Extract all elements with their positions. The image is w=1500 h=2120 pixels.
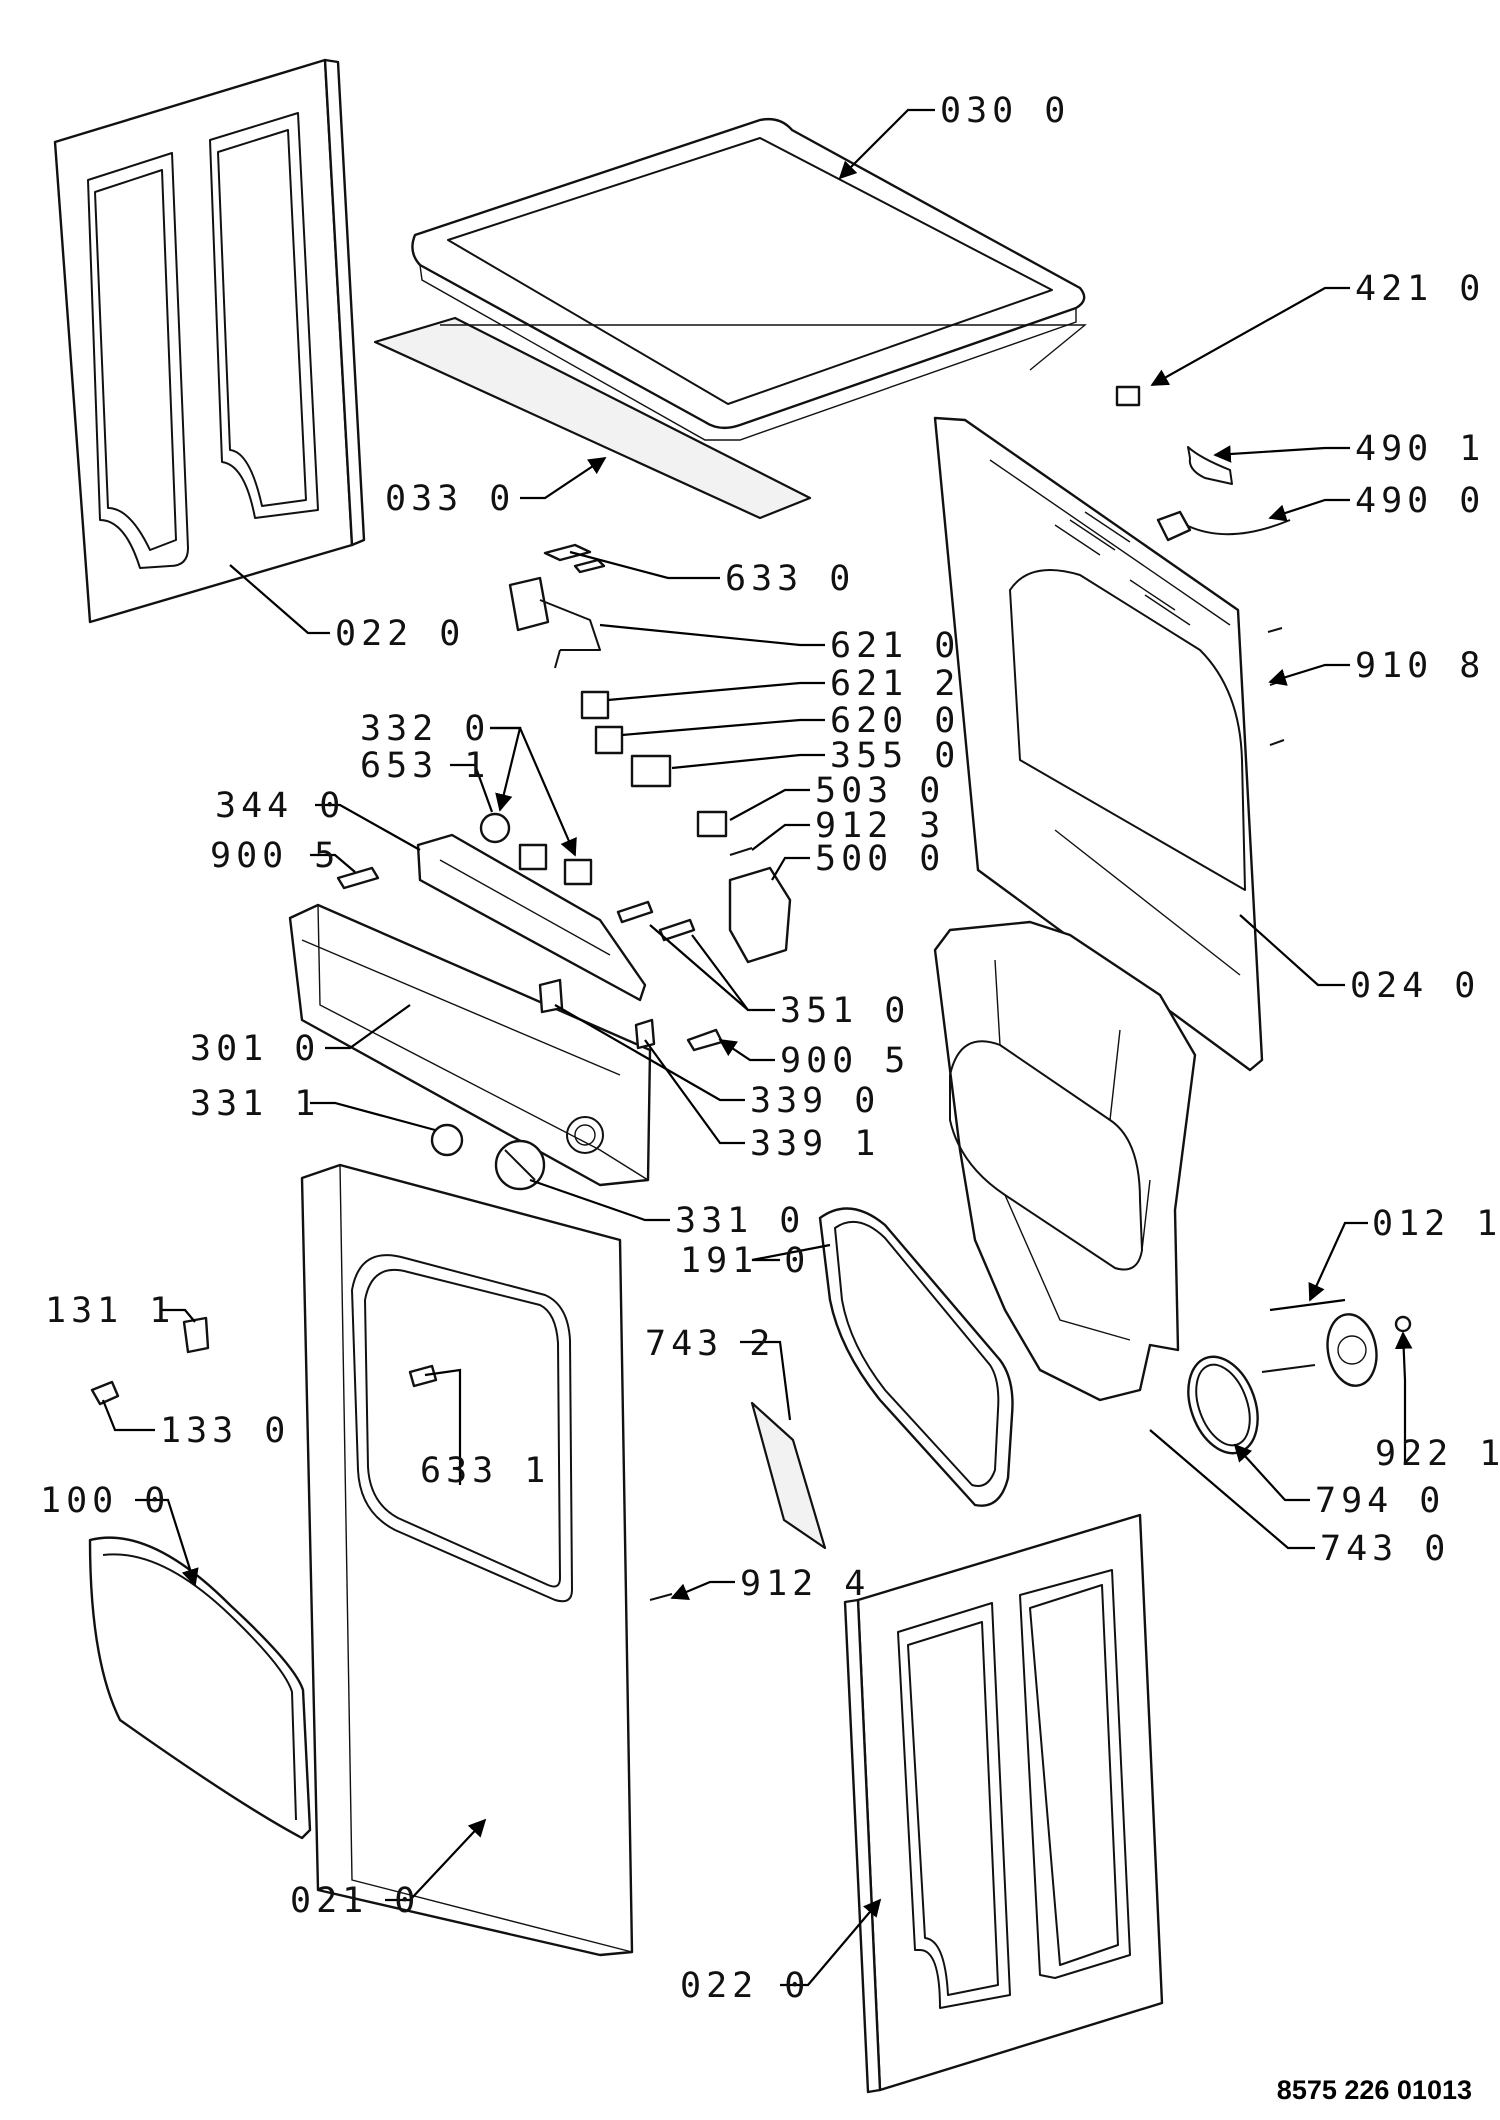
callout-794-0: 794 0	[1315, 1481, 1445, 1521]
lamp-355-0	[630, 754, 672, 788]
drum-housing-743-0	[933, 920, 1197, 1402]
callout-033-0: 033 0	[385, 479, 515, 519]
callout-503-0: 503 0	[815, 771, 945, 811]
callout-922-1: 922 1	[1375, 1434, 1500, 1474]
control-panel	[288, 903, 652, 1187]
callout-900-5-right: 900 5	[780, 1041, 910, 1081]
callout-332-0: 332 0	[360, 709, 490, 749]
callout-301-0: 301 0	[190, 1029, 320, 1069]
callout-621-2: 621 2	[830, 664, 960, 704]
ring-794-0	[1187, 1355, 1259, 1455]
button-653-1	[479, 812, 511, 844]
timer-621-0	[508, 576, 601, 669]
screws-910-8	[1267, 627, 1285, 746]
connector-421	[1115, 385, 1141, 407]
screw-912-3	[729, 847, 753, 856]
callout-191-0: 191 0	[680, 1241, 810, 1281]
callout-633-0: 633 0	[725, 559, 855, 599]
callout-743-2: 743 2	[645, 1324, 775, 1364]
selector-500-0	[728, 866, 792, 964]
callout-910-8: 910 8	[1355, 646, 1485, 686]
callout-331-0: 331 0	[675, 1201, 805, 1241]
clip-900-5-left	[336, 866, 380, 890]
seal-sheet-743-2	[750, 1401, 827, 1550]
callout-133-0: 133 0	[160, 1411, 290, 1451]
callout-500-0: 500 0	[815, 839, 945, 879]
top-subplate	[373, 316, 1087, 520]
side-panel-top-left	[53, 58, 366, 624]
callout-743-0: 743 0	[1320, 1529, 1450, 1569]
callout-351-0: 351 0	[780, 991, 910, 1031]
electronic-board-344-0	[416, 833, 647, 1002]
leds-351-0	[616, 900, 696, 942]
callout-021-0: 021 0	[290, 1881, 420, 1921]
door-gasket-191-0	[818, 1207, 1014, 1507]
callout-355-0: 355 0	[830, 736, 960, 776]
callout-339-1: 339 1	[750, 1124, 880, 1164]
rear-panel	[933, 416, 1264, 1072]
callout-339-0: 339 0	[750, 1081, 880, 1121]
latch-131-1	[182, 1316, 210, 1354]
clip-900-5-right	[686, 1028, 724, 1052]
switch-633-0	[543, 543, 606, 574]
callout-labels: 030 0 421 0 490 1 490 0 033 0 633 0 022 …	[40, 91, 1500, 2006]
side-panel-bottom-right	[843, 1513, 1164, 2094]
filter-door-100-0	[88, 1536, 312, 1840]
callout-344-0: 344 0	[215, 786, 345, 826]
callout-022-0-top: 022 0	[335, 614, 465, 654]
relay-503-0	[696, 810, 728, 838]
callout-421-0: 421 0	[1355, 269, 1485, 309]
hinge-133-0	[90, 1380, 120, 1406]
document-code: 8575 226 01013	[1276, 2075, 1472, 2105]
top-lid	[411, 117, 1086, 441]
callout-022-0-bottom: 022 0	[680, 1966, 810, 2006]
switch-620-0	[594, 725, 624, 755]
callout-912-3: 912 3	[815, 806, 945, 846]
knob-331-0	[494, 1139, 546, 1191]
callout-900-5-left: 900 5	[210, 836, 340, 876]
callout-620-0: 620 0	[830, 701, 960, 741]
callout-633-1: 633 1	[420, 1451, 550, 1491]
callout-621-0: 621 0	[830, 626, 960, 666]
callout-653-1: 653 1	[360, 746, 490, 786]
power-cord-490-0	[1156, 510, 1291, 542]
leader-lines	[101, 108, 1413, 1987]
knob-331-1	[430, 1123, 464, 1157]
callout-012-1: 012 1	[1372, 1204, 1500, 1244]
callout-331-1: 331 1	[190, 1084, 320, 1124]
callout-490-0: 490 0	[1355, 481, 1485, 521]
callout-024-0: 024 0	[1350, 966, 1480, 1006]
callout-100-0: 100 0	[40, 1481, 170, 1521]
lock-633-1	[408, 1364, 438, 1388]
buttons-332-0	[518, 843, 593, 886]
cable-490-1	[1187, 446, 1233, 485]
callout-030-0: 030 0	[940, 91, 1070, 131]
front-panel	[300, 1163, 634, 1957]
switch-621-2	[580, 690, 610, 720]
fan-assembly-012-1	[1261, 1313, 1412, 1387]
callout-131-1: 131 1	[45, 1291, 175, 1331]
callout-490-1: 490 1	[1355, 429, 1485, 469]
screw-912-4	[649, 1593, 673, 1601]
callout-912-4: 912 4	[740, 1564, 870, 1604]
